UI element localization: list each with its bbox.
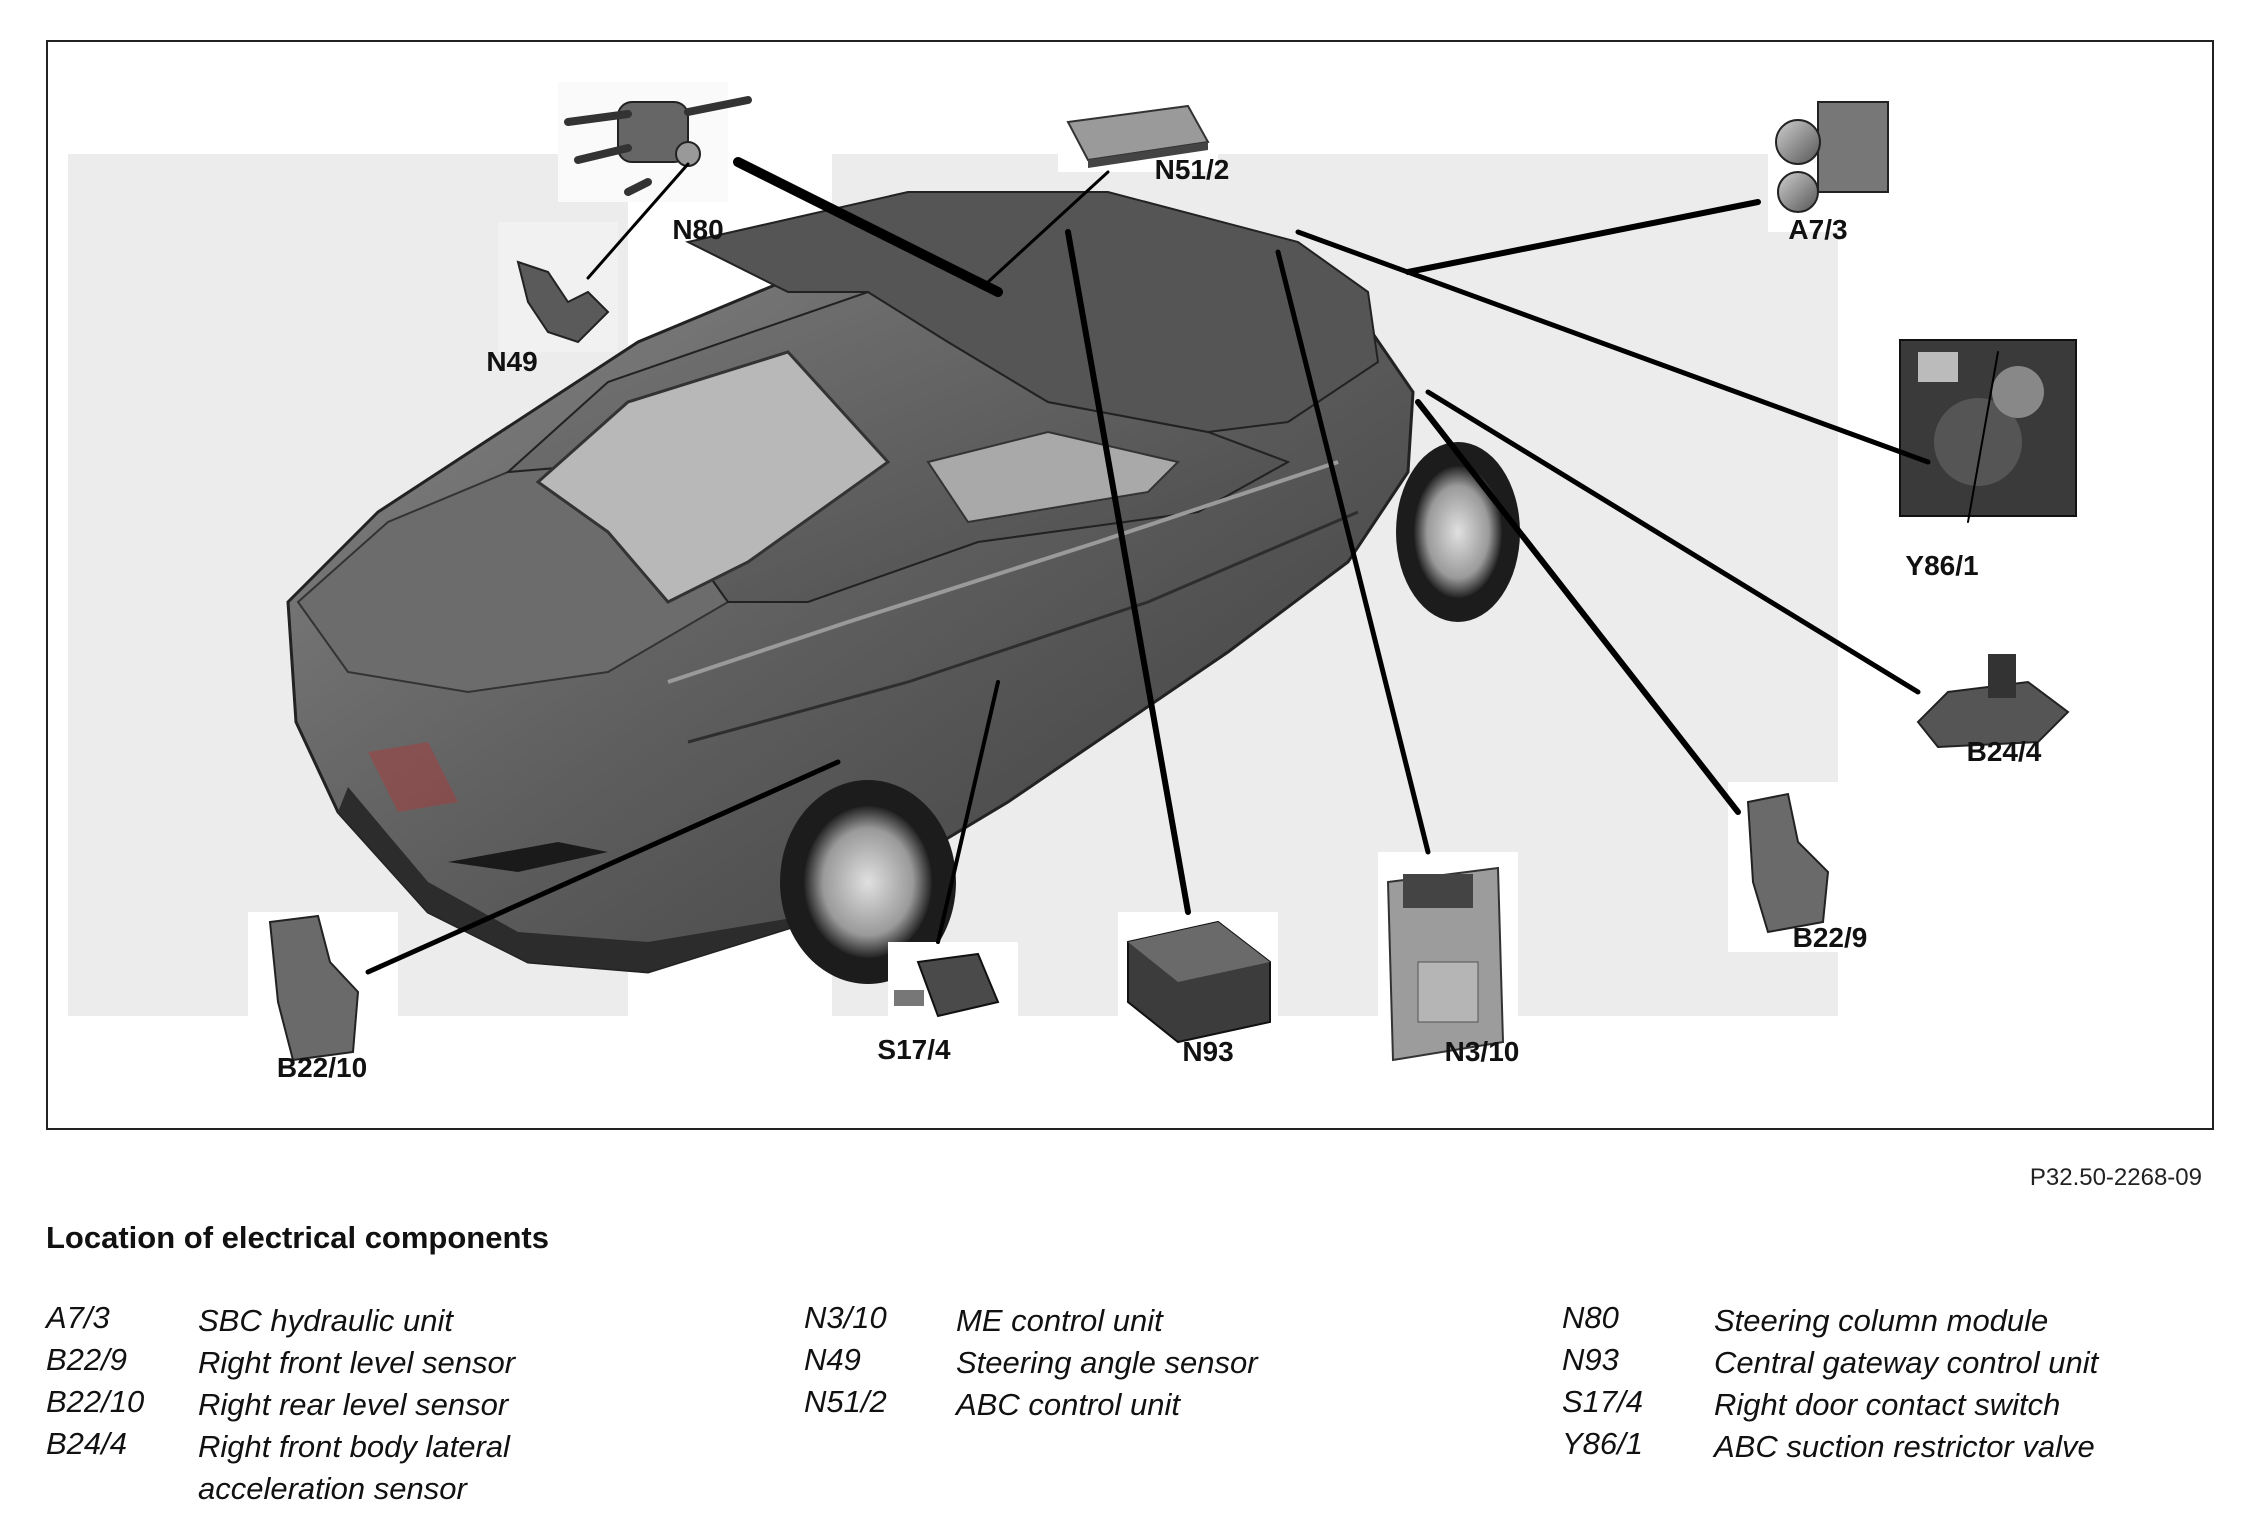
leader-y86-1 bbox=[1295, 229, 1931, 465]
legend-description: Central gateway control unit bbox=[1714, 1345, 2099, 1380]
leader-b24-4 bbox=[1425, 389, 1921, 695]
n49-steering-angle-sensor-image bbox=[498, 222, 618, 352]
callout-n51-2: N51/2 bbox=[1154, 154, 1230, 185]
legend-description: Right rear level sensor bbox=[198, 1387, 509, 1422]
n80-steering-column-module-image bbox=[558, 82, 752, 202]
leader-b22-9 bbox=[1415, 399, 1741, 815]
s17-4-door-contact-switch-image bbox=[888, 942, 1018, 1032]
callout-b24-4: B24/4 bbox=[1966, 736, 2042, 767]
callout-s17-4: S17/4 bbox=[877, 1034, 951, 1065]
front-wheel bbox=[1396, 442, 1520, 622]
legend-code: N51/2 bbox=[804, 1384, 887, 1419]
callout-b22-10: B22/10 bbox=[276, 1052, 368, 1083]
legend-title: Location of electrical components bbox=[46, 1220, 549, 1255]
leader-n51-2 bbox=[986, 170, 1110, 284]
callout-n49: N49 bbox=[486, 346, 538, 377]
legend-description: Right front body lateral acceleration se… bbox=[198, 1429, 510, 1506]
callout-n3-10: N3/10 bbox=[1444, 1036, 1520, 1067]
legend-code: N93 bbox=[1562, 1342, 1619, 1377]
b22-9-right-front-level-sensor-image bbox=[1728, 782, 1838, 952]
legend-code: N3/10 bbox=[804, 1300, 887, 1335]
callout-b22-9: B22/9 bbox=[1792, 922, 1868, 953]
b22-10-right-rear-level-sensor-image bbox=[248, 912, 398, 1062]
legend-code: N80 bbox=[1562, 1300, 1619, 1335]
legend-code: B24/4 bbox=[46, 1426, 128, 1461]
callout-a7-3: A7/3 bbox=[1788, 214, 1848, 245]
legend-description: ABC control unit bbox=[956, 1387, 1180, 1422]
leader-a7-3 bbox=[1405, 199, 1761, 275]
legend-description: Right door contact switch bbox=[1714, 1387, 2061, 1422]
leader-lines bbox=[365, 157, 1999, 975]
figure-code: P32.50-2268-09 bbox=[2029, 1164, 2202, 1191]
legend-code: B22/9 bbox=[46, 1342, 128, 1377]
leader-n80 bbox=[733, 157, 1003, 297]
diagram-frame: N80 N49 N51/2 A7/3 Y86/1 B24/4 B22/9 N3/… bbox=[46, 40, 2214, 1130]
n51-2-abc-control-unit-image bbox=[1058, 102, 1218, 172]
legend-code: N49 bbox=[804, 1342, 861, 1377]
n93-central-gateway-control-unit-image bbox=[1118, 912, 1278, 1044]
legend-description: Right front level sensor bbox=[198, 1345, 516, 1380]
callout-y86-1: Y86/1 bbox=[1905, 550, 1979, 581]
legend-code: B22/10 bbox=[46, 1384, 145, 1419]
rear-wheel bbox=[780, 780, 956, 984]
leader-y86-1-inner bbox=[1967, 351, 1999, 523]
car-body bbox=[286, 191, 1415, 974]
leader-n49 bbox=[586, 162, 690, 280]
leader-b22-10 bbox=[365, 759, 841, 975]
leader-n3-10 bbox=[1275, 249, 1431, 855]
legend-code: Y86/1 bbox=[1562, 1426, 1644, 1461]
legend-description: ME control unit bbox=[956, 1303, 1163, 1338]
b24-4-lateral-acceleration-sensor-image bbox=[1908, 642, 2078, 752]
y86-1-abc-suction-restrictor-valve-image bbox=[1899, 339, 2077, 517]
callout-n80: N80 bbox=[672, 214, 724, 245]
legend-description: SBC hydraulic unit bbox=[198, 1303, 454, 1338]
legend-code: S17/4 bbox=[1562, 1384, 1644, 1419]
legend-code: A7/3 bbox=[46, 1300, 110, 1335]
car-component-illustration bbox=[68, 82, 2078, 1072]
leader-s17-4 bbox=[936, 680, 1000, 944]
legend-description: Steering angle sensor bbox=[956, 1345, 1258, 1380]
callout-n93: N93 bbox=[1182, 1036, 1234, 1067]
a7-3-sbc-hydraulic-unit-image bbox=[1768, 92, 1908, 232]
n3-10-me-control-unit-image bbox=[1378, 852, 1518, 1072]
legend-description: Steering column module bbox=[1714, 1303, 2049, 1338]
leader-n93 bbox=[1065, 229, 1191, 915]
legend-description: ABC suction restrictor valve bbox=[1714, 1429, 2095, 1464]
